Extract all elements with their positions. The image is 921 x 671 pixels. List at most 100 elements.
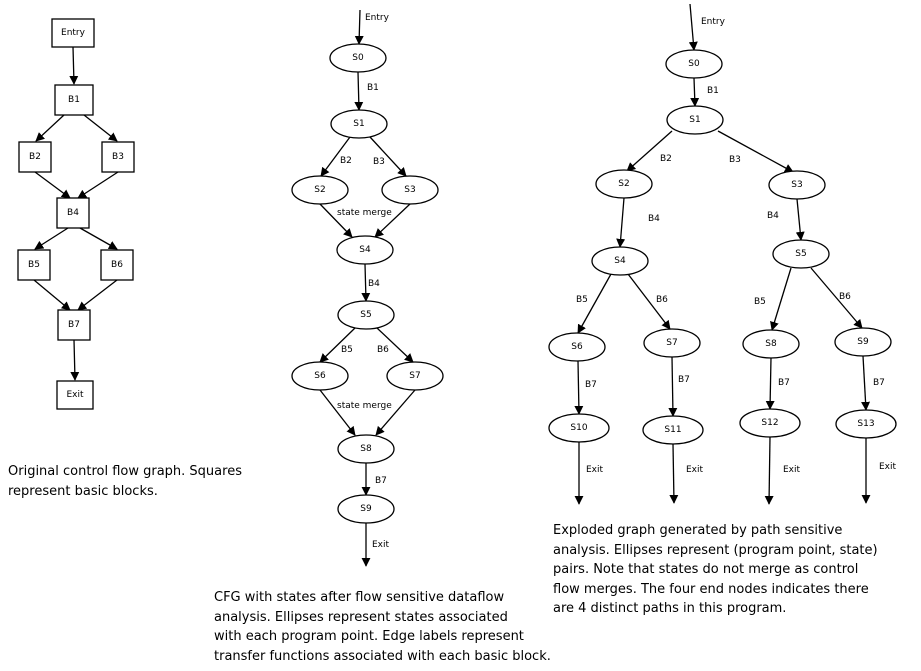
- cfg-edge: [35, 114, 65, 142]
- dataflow-node-s7-label: S7: [409, 371, 420, 381]
- dataflow-node-s0: S0: [329, 43, 387, 73]
- dataflow-node-s8: S8: [337, 434, 395, 464]
- exploded-exit-label-2: Exit: [686, 465, 704, 475]
- exploded-node-s6-label: S6: [571, 342, 583, 352]
- dataflow-node-s4-label: S4: [359, 245, 371, 255]
- cfg-edge: [34, 227, 69, 250]
- cfg-edge: [70, 339, 80, 381]
- dataflow-edge: [354, 71, 364, 111]
- exploded-node-s10-label: S10: [570, 423, 587, 433]
- exploded-edge: [626, 130, 673, 172]
- dataflow-entry-label: Entry: [365, 13, 390, 23]
- exploded-node-s9: S9: [834, 327, 892, 357]
- dataflow-edge-label-b6: B6: [377, 345, 389, 355]
- dataflow-edge: [319, 327, 356, 363]
- cfg-node-b3-label: B3: [112, 152, 124, 162]
- exploded-edge: [717, 130, 794, 173]
- exploded-exit-label-1: Exit: [586, 465, 604, 475]
- cfg-node-entry-label: Entry: [61, 28, 86, 38]
- cfg-node-b5-label: B5: [28, 260, 40, 270]
- dataflow-edge: [320, 136, 351, 177]
- exploded-edge: [795, 198, 805, 241]
- exploded-node-s10: S10: [548, 413, 610, 443]
- exploded-node-s2-label: S2: [618, 179, 629, 189]
- dataflow-node-s0-label: S0: [352, 53, 364, 63]
- cfg-edge: [34, 171, 71, 199]
- dataflow-node-s3-label: S3: [404, 185, 415, 195]
- exploded-node-s11: S11: [642, 415, 704, 445]
- cfg-edge: [77, 171, 119, 199]
- dataflow-edge: [375, 389, 416, 436]
- exploded-edge-label-b4-left: B4: [648, 214, 660, 224]
- cfg-node-b7: B7: [57, 309, 91, 341]
- exploded-node-s1-label: S1: [689, 115, 700, 125]
- dataflow-edge: [369, 136, 407, 177]
- cfg-node-b4: B4: [56, 197, 90, 229]
- dataflow-node-s5: S5: [337, 300, 395, 330]
- dataflow-edge-label-b4: B4: [368, 279, 380, 289]
- exploded-edge-label-b2: B2: [660, 154, 672, 164]
- dataflow-merge-label-2: state merge: [337, 401, 392, 411]
- cfg-edge: [69, 46, 79, 85]
- dataflow-node-s9-label: S9: [360, 504, 372, 514]
- cfg-node-b6-label: B6: [111, 260, 123, 270]
- exploded-node-s7-label: S7: [666, 338, 677, 348]
- dataflow-edge-label-b2: B2: [340, 156, 352, 166]
- dataflow-node-s6-label: S6: [314, 371, 326, 381]
- dataflow-edge-label-b1: B1: [367, 83, 379, 93]
- dataflow-node-s1: S1: [330, 109, 388, 139]
- cfg-node-b6: B6: [100, 249, 134, 281]
- exploded-edge-label-b6-right: B6: [839, 292, 851, 302]
- exploded-node-s7: S7: [643, 328, 701, 358]
- exploded-edge-label-b7-4: B7: [873, 378, 885, 388]
- cfg-edge: [83, 114, 118, 142]
- exploded-edge-label-b1: B1: [707, 86, 719, 96]
- exploded-edge: [577, 273, 612, 334]
- exploded-edge: [668, 356, 678, 417]
- exploded-node-s12-label: S12: [761, 418, 778, 428]
- dataflow-edge: [361, 263, 371, 302]
- exploded-edge-label-b5-left: B5: [576, 295, 588, 305]
- exploded-edge: [764, 436, 774, 505]
- exploded-node-s8: S8: [742, 329, 800, 359]
- cfg-caption: Original control flow graph. Squares rep…: [8, 464, 242, 499]
- exploded-node-s4: S4: [591, 246, 649, 276]
- dataflow-merge-label-1: state merge: [337, 208, 392, 218]
- dataflow-edge: [376, 327, 414, 363]
- dataflow-node-s4: S4: [336, 235, 394, 265]
- cfg-edge: [33, 279, 71, 311]
- exploded-node-s11-label: S11: [664, 425, 681, 435]
- cfg-edge: [79, 227, 118, 250]
- exploded-edge: [810, 267, 863, 329]
- exploded-entry-label: Entry: [701, 17, 726, 27]
- cfg-node-b5: B5: [17, 249, 51, 281]
- exploded-node-s2: S2: [595, 169, 653, 199]
- cfg-node-b2-label: B2: [29, 152, 41, 162]
- exploded-node-s0: S0: [665, 49, 723, 79]
- exploded-node-s1: S1: [666, 105, 724, 135]
- dataflow-node-s6: S6: [291, 361, 349, 391]
- exploded-node-s9-label: S9: [857, 337, 869, 347]
- exploded-edge: [616, 197, 626, 248]
- cfg-node-b1-label: B1: [68, 95, 80, 105]
- cfg-edge: [77, 279, 118, 311]
- dataflow-node-s8-label: S8: [360, 444, 372, 454]
- exploded-edge-label-b7-1: B7: [585, 380, 597, 390]
- exploded-node-s3: S3: [768, 170, 826, 200]
- exploded-node-s5: S5: [772, 239, 830, 269]
- dataflow-exit-label: Exit: [372, 540, 390, 550]
- exploded-edge: [765, 357, 775, 410]
- dataflow-edge: [319, 389, 356, 436]
- exploded-node-s8-label: S8: [765, 339, 777, 349]
- exploded-edge: [861, 355, 871, 411]
- dataflow-edge: [374, 203, 411, 238]
- cfg-node-b4-label: B4: [67, 208, 79, 218]
- dataflow-edge-label-b7: B7: [375, 476, 387, 486]
- exploded-edge: [574, 360, 584, 415]
- cfg-node-b1: B1: [54, 84, 94, 116]
- dataflow-node-s3: S3: [381, 175, 439, 205]
- dataflow-node-s9: S9: [337, 494, 395, 524]
- cfg-node-exit-label: Exit: [66, 390, 84, 400]
- dataflow-node-s2: S2: [291, 175, 349, 205]
